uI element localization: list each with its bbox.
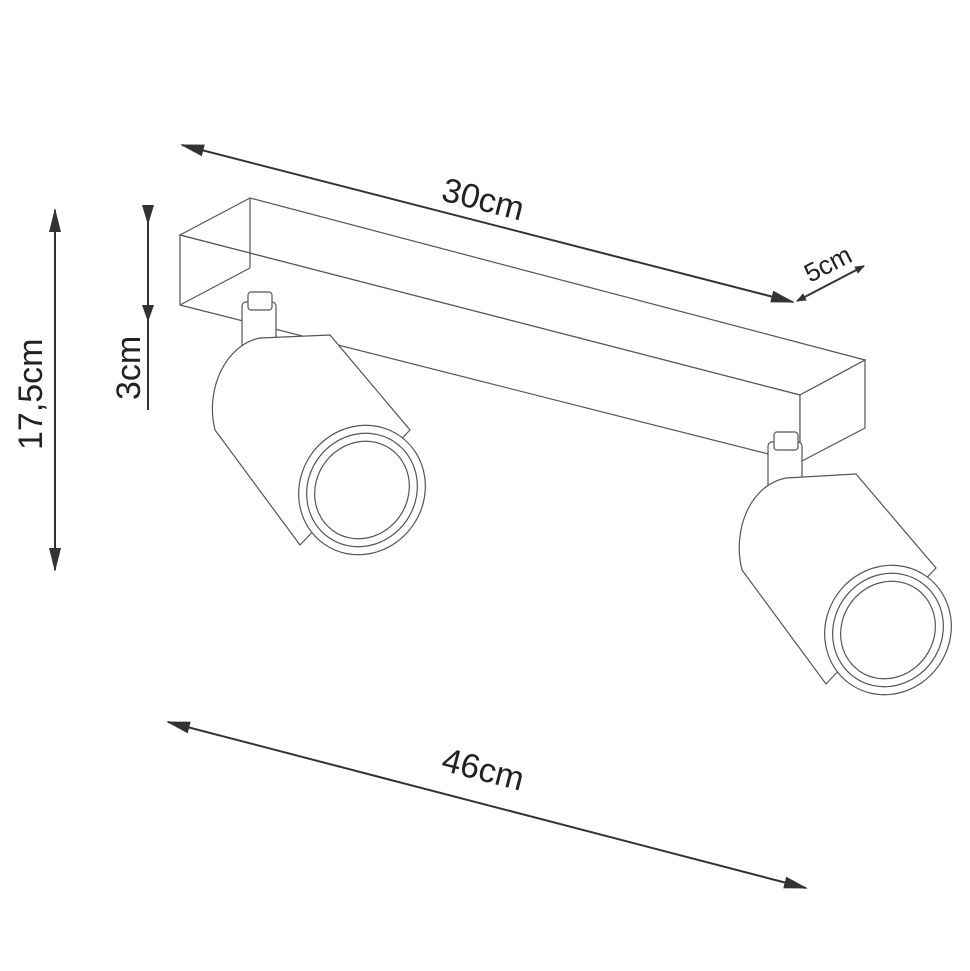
left-spotlight [211,291,426,556]
right-spotlight [738,431,952,696]
label-46cm: 46cm [438,741,528,799]
label-3cm: 3cm [110,336,148,400]
label-17-5cm: 17,5cm [12,339,50,451]
dim-line-5cm [796,265,865,302]
label-30cm: 30cm [438,171,528,228]
label-5cm: 5cm [799,239,856,288]
dim-line-46cm [166,721,808,889]
dim-line-30cm [180,144,795,303]
